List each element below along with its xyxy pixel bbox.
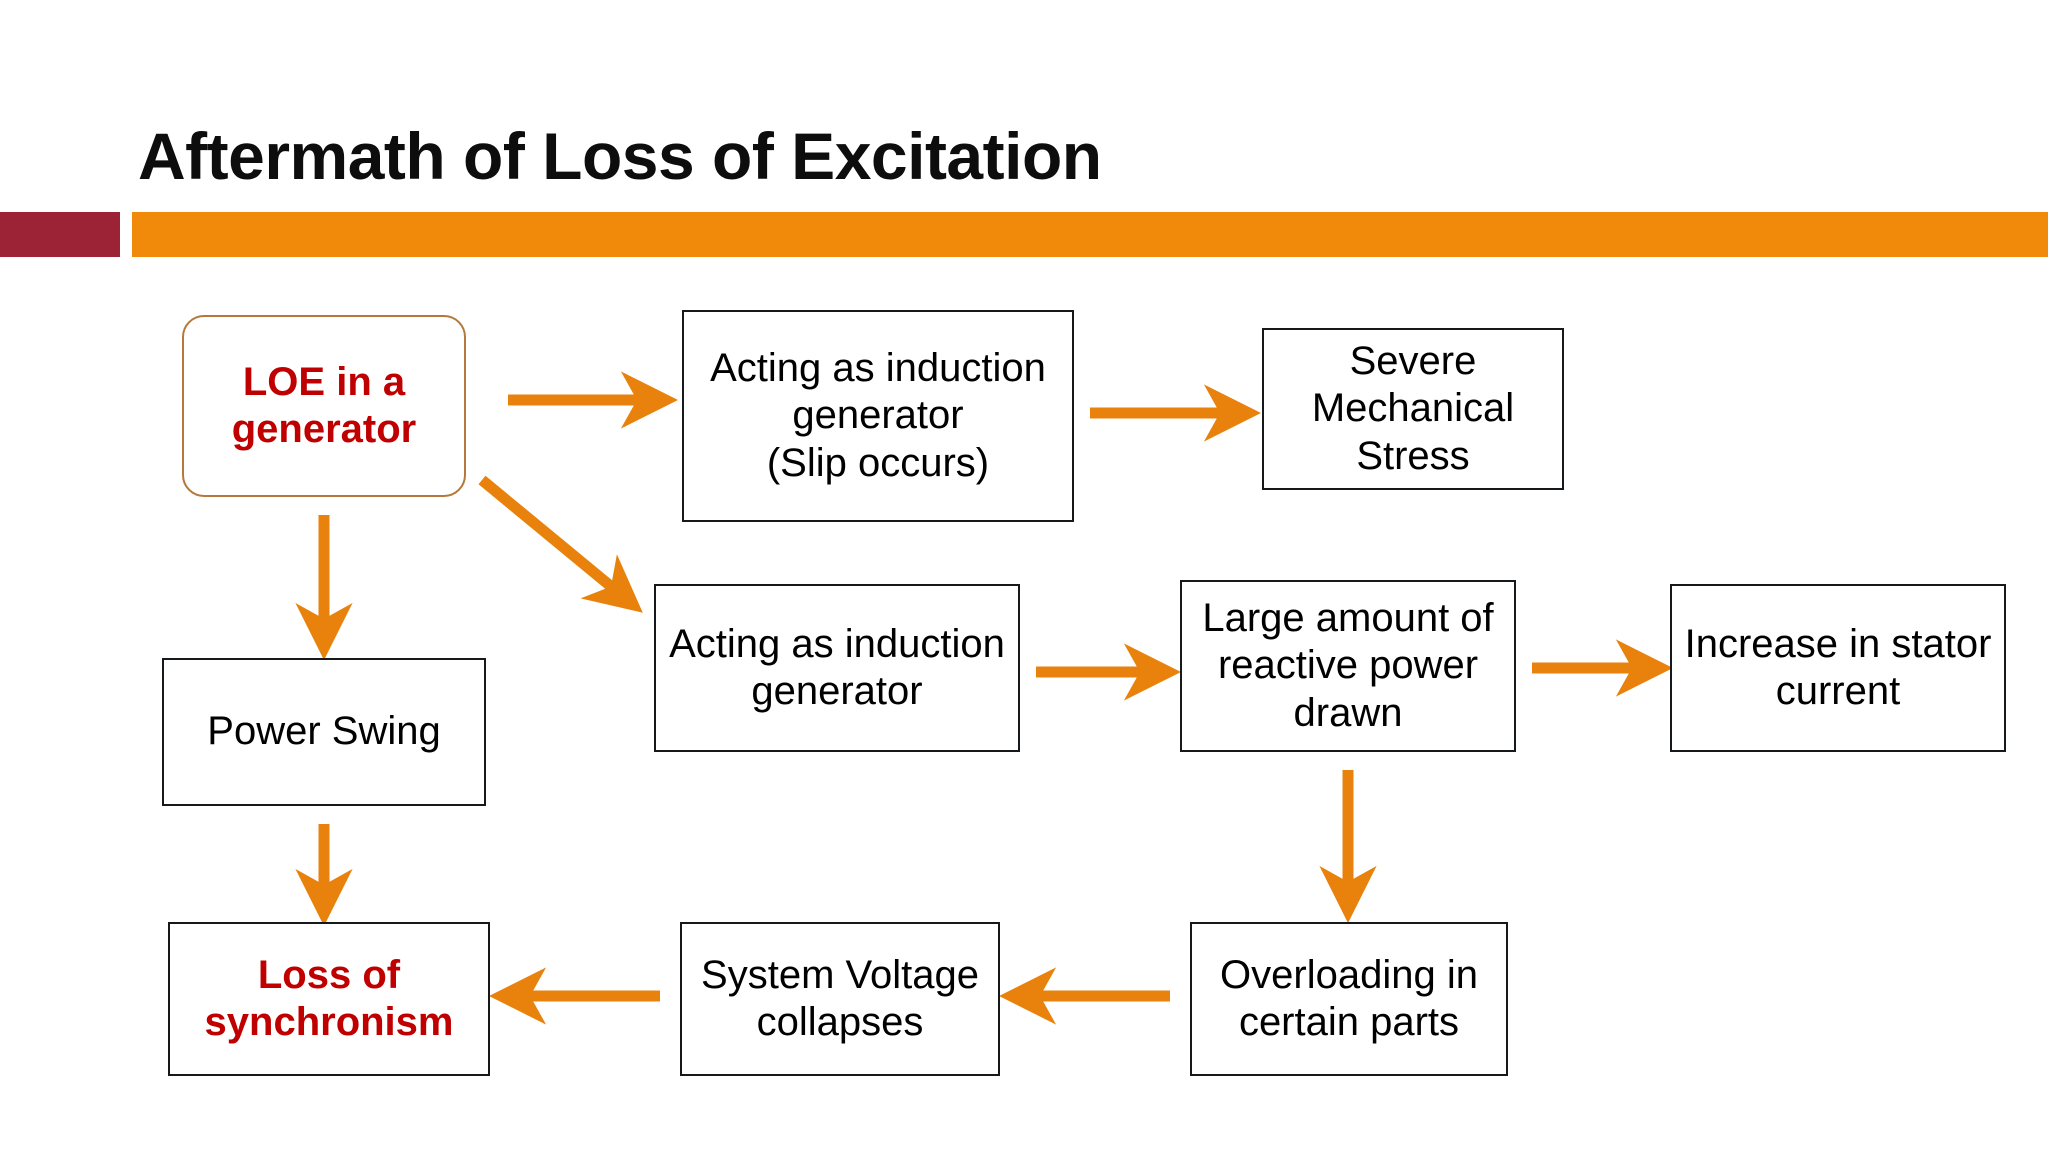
flow-node-power-swing-label: Power Swing [207, 709, 441, 754]
flow-node-power-swing[interactable]: Power Swing [162, 658, 486, 806]
page-title: Aftermath of Loss of Excitation [138, 119, 1102, 193]
accent-bar-orange [132, 212, 2048, 257]
accent-block-maroon [0, 212, 120, 257]
arrow-loe-to-induction [478, 475, 643, 613]
